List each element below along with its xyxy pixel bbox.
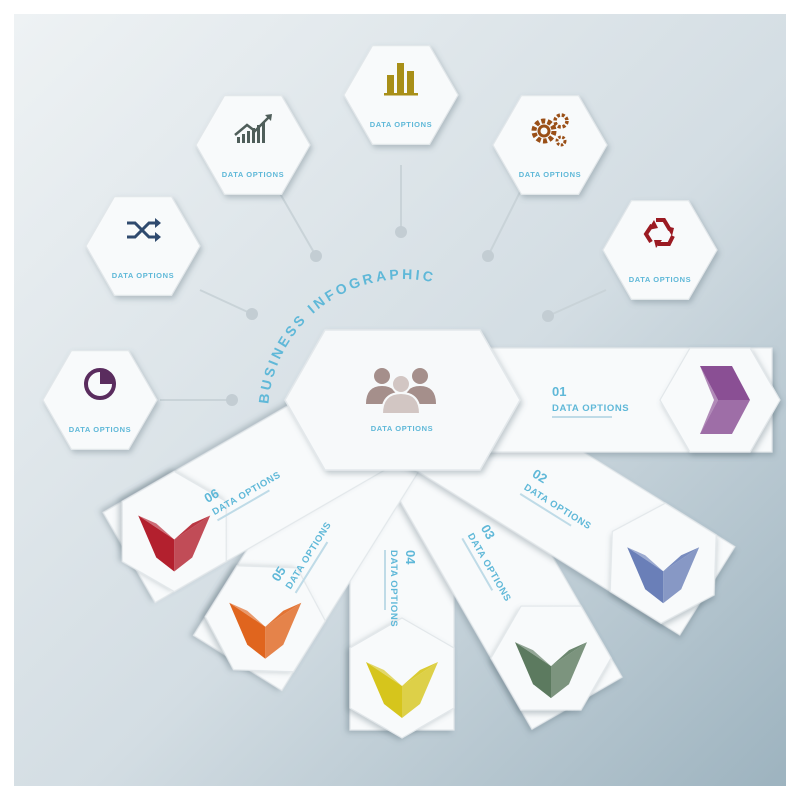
outer-node-4[interactable]: DATA OPTIONS	[343, 44, 459, 145]
outer-hexagon	[602, 200, 718, 300]
step-number: 01	[552, 384, 566, 399]
center-label: DATA OPTIONS	[371, 424, 433, 433]
outer-node-5[interactable]: DATA OPTIONS	[492, 94, 608, 195]
outer-hexagon	[195, 94, 311, 195]
step-label: DATA OPTIONS	[552, 403, 629, 414]
step-subtext-line	[294, 541, 329, 594]
step-number: 03	[478, 522, 498, 542]
step-number: 02	[530, 466, 550, 486]
shuffle-icon	[127, 218, 161, 242]
connector-line	[277, 189, 317, 257]
growth-chart-icon	[234, 114, 272, 143]
step-hexagon	[121, 470, 227, 593]
connector-line	[487, 191, 521, 257]
step-number: 05	[268, 564, 288, 584]
center-node[interactable]: DATA OPTIONS	[284, 329, 521, 471]
gears-icon	[531, 113, 569, 147]
connector-dot	[246, 308, 258, 320]
connector-dot	[542, 310, 554, 322]
folded-shape-icon	[515, 642, 587, 699]
outer-node-label: DATA OPTIONS	[222, 170, 284, 179]
step-number: 04	[403, 550, 418, 565]
outer-node-1[interactable]: DATA OPTIONS	[42, 350, 158, 450]
connector-dot	[310, 250, 322, 262]
chevron-shape-icon	[700, 366, 750, 434]
outer-hexagon	[85, 196, 201, 296]
outer-node-label: DATA OPTIONS	[69, 425, 131, 434]
outer-node-3[interactable]: DATA OPTIONS	[195, 94, 311, 195]
step-hexagon	[490, 605, 612, 711]
outer-node-label: DATA OPTIONS	[629, 275, 691, 284]
pie-chart-icon	[84, 368, 116, 400]
connector-line	[547, 289, 607, 317]
step-number: 06	[201, 485, 221, 505]
connector-dot	[395, 226, 407, 238]
folded-shape-icon	[627, 547, 700, 604]
step-hexagon	[349, 617, 455, 739]
outer-node-label: DATA OPTIONS	[370, 120, 432, 129]
outer-node-6[interactable]: DATA OPTIONS	[602, 200, 718, 300]
connector-dot	[226, 394, 238, 406]
step-hexagon	[609, 502, 717, 624]
outer-node-label: DATA OPTIONS	[112, 271, 174, 280]
outer-hexagon	[492, 94, 608, 195]
folded-shape-icon	[366, 662, 438, 718]
connector-dots	[226, 226, 554, 406]
step-text: 04 DATA OPTIONS	[384, 550, 418, 627]
outer-node-2[interactable]: DATA OPTIONS	[85, 196, 201, 296]
team-icon	[366, 368, 436, 415]
folded-shape-icon	[138, 515, 211, 572]
outer-node-label: DATA OPTIONS	[519, 170, 581, 179]
step-subtext-line	[461, 537, 494, 591]
recycle-icon	[643, 218, 675, 248]
step-label: DATA OPTIONS	[388, 550, 399, 627]
folded-shape-icon	[229, 602, 302, 659]
step-subtext-line	[216, 489, 270, 522]
connector-dot	[482, 250, 494, 262]
connector-line	[199, 289, 253, 315]
outer-nodes: DATA OPTIONS DATA OPTIONS DATA OPTIONS DATA…	[42, 44, 718, 450]
step-subtext-line	[519, 493, 572, 527]
bar-chart-icon	[384, 63, 418, 96]
connectors	[160, 165, 607, 401]
